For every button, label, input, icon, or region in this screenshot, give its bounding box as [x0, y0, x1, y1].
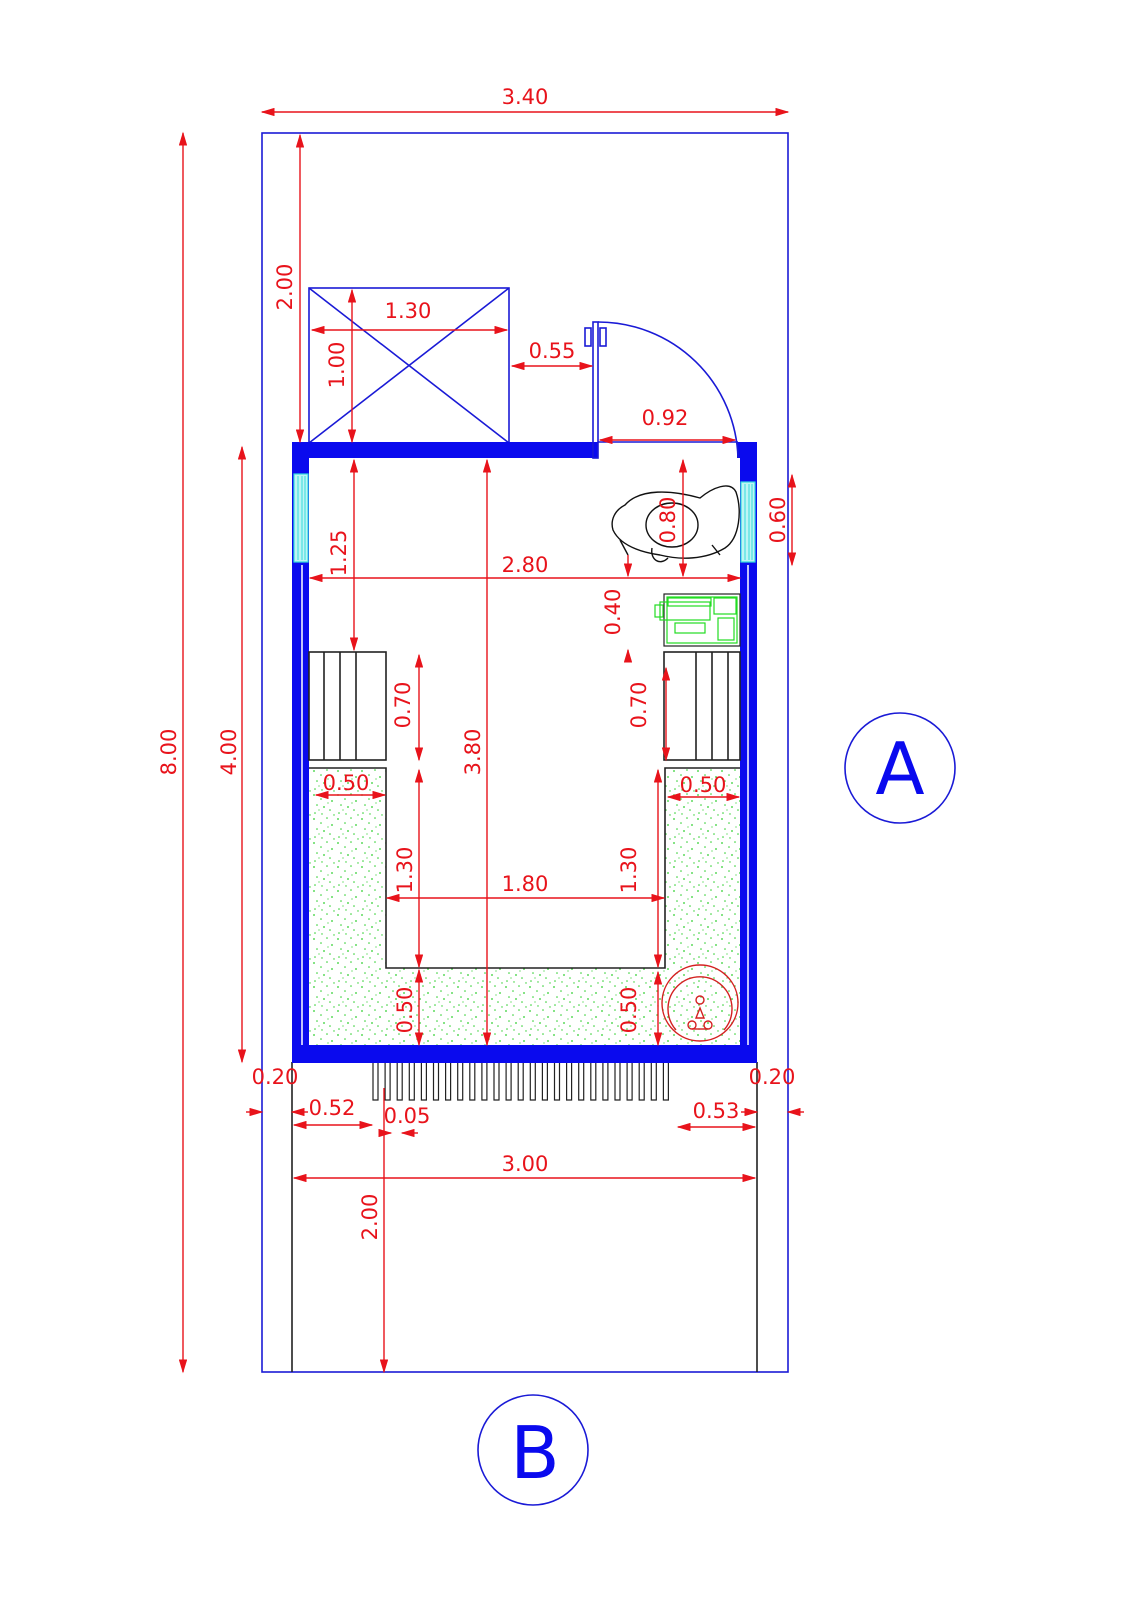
- dim-overall-length: 8.00: [157, 729, 181, 776]
- dim-shelf-left: 0.70: [391, 682, 415, 729]
- lot-boundary: [261, 132, 789, 1373]
- cash-register-icon: [654, 593, 741, 647]
- walls: [292, 442, 757, 1063]
- dim-interior-depth: 3.80: [461, 729, 485, 776]
- dim-figure-clearance: 0.80: [656, 497, 680, 544]
- dim-planter-bottom-left: 0.50: [393, 987, 417, 1034]
- dim-side-window: 0.60: [766, 497, 790, 544]
- planter: [309, 767, 740, 1045]
- dim-planter-bottom-right: 0.50: [617, 987, 641, 1034]
- dim-planter-left-width: 0.50: [323, 771, 370, 795]
- door: [584, 321, 739, 459]
- svg-text:A: A: [875, 727, 924, 811]
- dim-side-gap-right: 0.20: [749, 1065, 796, 1089]
- dim-box-width: 1.30: [385, 299, 432, 323]
- dim-planter-left-depth: 1.30: [393, 847, 417, 894]
- dim-overall-width: 3.40: [502, 85, 549, 109]
- front-grille: [372, 1063, 669, 1101]
- left-shelf: [308, 651, 387, 761]
- dim-interior-width: 2.80: [502, 553, 549, 577]
- dim-side-gap-left: 0.20: [252, 1065, 299, 1089]
- person-figure-icon: [611, 485, 740, 563]
- marker-a: A: [844, 712, 956, 824]
- dim-planter-right-width: 0.50: [680, 773, 727, 797]
- dim-grille-left-offset: 0.52: [309, 1096, 356, 1120]
- right-shelf: [663, 651, 741, 761]
- dim-box-to-door: 0.55: [529, 339, 576, 363]
- dim-front-setback: 2.00: [273, 264, 297, 311]
- dim-box-depth: 1.00: [325, 342, 349, 389]
- dim-grille-right-offset: 0.53: [693, 1099, 740, 1123]
- dim-rear-width: 3.00: [502, 1152, 549, 1176]
- right-window: [740, 481, 756, 563]
- dim-counter-gap: 0.40: [601, 589, 625, 636]
- svg-text:B: B: [510, 1411, 559, 1495]
- dim-back-yard: 2.00: [358, 1194, 382, 1241]
- left-window: [293, 473, 309, 563]
- marker-b: B: [477, 1394, 589, 1506]
- dim-shelf-right: 0.70: [627, 682, 651, 729]
- dimension-lines: [178, 107, 804, 1374]
- dim-door-width: 0.92: [642, 406, 689, 430]
- dim-window-offset: 1.25: [327, 530, 351, 577]
- dim-inner-width: 1.80: [502, 872, 549, 896]
- dim-planter-right-depth: 1.30: [617, 847, 641, 894]
- dim-building-length: 4.00: [217, 729, 241, 776]
- dim-grille-bar: 0.05: [384, 1104, 431, 1128]
